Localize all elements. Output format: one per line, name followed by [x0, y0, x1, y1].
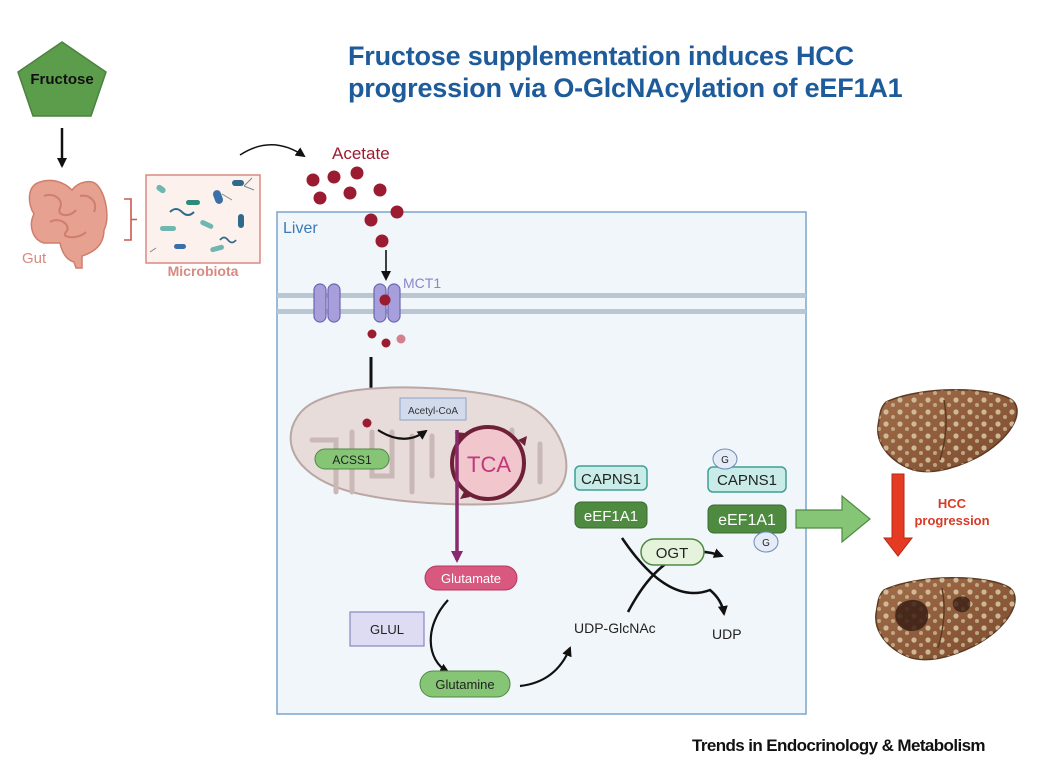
g-top-label: G: [721, 455, 729, 466]
ogt-udp-arrow: [620, 537, 728, 616]
tca-cycle: TCA: [450, 425, 527, 501]
glutamine-to-udpglcnac-arrow: [519, 646, 572, 688]
glcnac-tag-top: [712, 448, 738, 470]
mct1-transporter-icon: [373, 283, 401, 323]
tca-label: TCA: [467, 452, 511, 477]
hcc-label-line1: HCC: [938, 496, 967, 511]
liver-tumor-icon: [875, 577, 1016, 661]
gut-bracket: [124, 198, 137, 241]
eef1a1-left-label: eEF1A1: [584, 508, 638, 525]
acss1-label: ACSS1: [332, 453, 372, 467]
cell-membrane: [277, 293, 806, 314]
fructose-label: Fructose: [30, 71, 93, 88]
diagram-title: Fructose supplementation induces HCC pro…: [348, 41, 903, 103]
ogt-pill: [640, 538, 705, 566]
glutamate-pill: [424, 565, 518, 591]
g-bottom-label: G: [762, 538, 770, 549]
glul-box: [349, 611, 425, 647]
eef1a1-right-box: [707, 504, 787, 534]
progression-arrow: [882, 473, 914, 557]
acetate-molecules: [306, 166, 404, 248]
hcc-label-line2: progression: [914, 513, 989, 528]
glutamine-pill: [419, 670, 511, 698]
acetyl-coa-box: [399, 397, 467, 421]
liver-healthy-icon: [877, 389, 1018, 473]
glcnac-tag-bottom: [753, 531, 779, 553]
acetyl-coa-label: Acetyl-CoA: [408, 406, 458, 417]
glutamate-label: Glutamate: [441, 571, 501, 586]
mct1-label: MCT1: [403, 275, 441, 291]
microbiota-to-acetate-arrow: [239, 144, 306, 158]
microbiota-box: [145, 174, 261, 264]
journal-footer: Trends in Endocrinology & Metabolism: [692, 736, 986, 755]
acss1-pill: [314, 448, 390, 470]
glul-label: GLUL: [370, 622, 404, 637]
glutamine-label: Glutamine: [435, 677, 494, 692]
capns1-right-label: CAPNS1: [717, 472, 777, 489]
transporter-icon: [313, 283, 341, 323]
udp-glcnac-label: UDP-GlcNAc: [574, 620, 656, 636]
eef1a1-left-box: [574, 501, 648, 529]
capns1-left-box: [574, 465, 648, 491]
acetate-label: Acetate: [332, 144, 390, 163]
hcc-outcome-arrow: [795, 494, 871, 544]
udp-label: UDP: [712, 626, 742, 642]
capns1-left-label: CAPNS1: [581, 471, 641, 488]
ogt-label: OGT: [656, 545, 689, 562]
acss1-reaction-arrow: [377, 429, 428, 440]
gut-label: Gut: [22, 250, 47, 267]
microbiota-label: Microbiota: [168, 263, 239, 279]
capns1-right-box: [707, 466, 787, 493]
glutamate-to-glutamine-arrow: [429, 599, 450, 673]
eef1a1-right-label: eEF1A1: [718, 512, 776, 529]
gut-icon: [28, 179, 108, 269]
fructose-pentagon: Fructose: [17, 41, 107, 117]
liver-label: Liver: [283, 220, 318, 237]
